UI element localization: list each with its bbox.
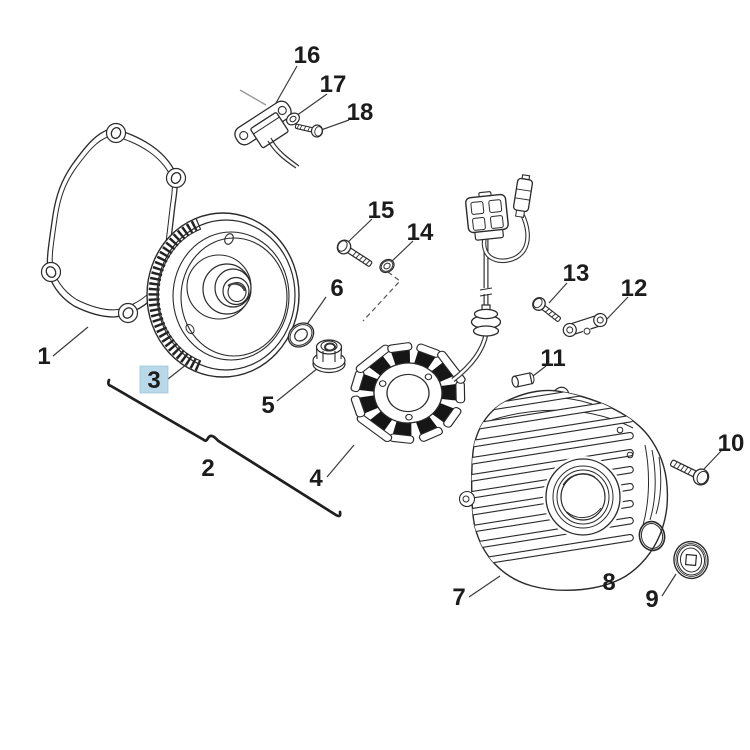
callout-label-18[interactable]: 18 (347, 99, 374, 126)
bushing-part (511, 372, 535, 388)
callout-label-17[interactable]: 17 (320, 71, 347, 98)
flywheel-cover-part (458, 386, 669, 591)
washer-14-part (379, 258, 395, 274)
flywheel-part (146, 212, 300, 378)
washer-17-part (286, 112, 300, 126)
callout-label-16[interactable]: 16 (294, 42, 321, 69)
plug-cap-part (673, 540, 709, 580)
connector-2pin (512, 174, 534, 218)
assembly-axis-dashed-line (362, 271, 401, 322)
callout-label-14[interactable]: 14 (407, 219, 434, 246)
flange-nut-part (312, 339, 346, 374)
callout-label-4[interactable]: 4 (309, 465, 323, 492)
callout-labels: 1 2 3 4 5 6 7 8 9 10 11 12 13 14 15 16 1… (37, 42, 744, 613)
callout-label-6[interactable]: 6 (330, 275, 343, 302)
bolt-15-part (336, 239, 373, 267)
callout-label-13[interactable]: 13 (563, 260, 590, 287)
pickup-coil-part (234, 100, 300, 169)
reference-line (239, 89, 267, 106)
callout-label-9[interactable]: 9 (645, 586, 658, 613)
wire-grommet (470, 304, 502, 337)
connector-4pin (465, 191, 509, 241)
highlight-box-part-3 (139, 365, 169, 394)
callout-label-12[interactable]: 12 (621, 275, 648, 302)
washer-6-part (287, 322, 315, 348)
callout-label-10[interactable]: 10 (718, 430, 745, 457)
callout-label-2[interactable]: 2 (201, 455, 214, 482)
stator-wiring-harness (451, 174, 534, 382)
callout-label-7[interactable]: 7 (452, 584, 465, 611)
callout-label-1[interactable]: 1 (37, 343, 50, 370)
stator-part (350, 342, 466, 444)
callout-label-5[interactable]: 5 (261, 392, 274, 419)
screw-18-part (294, 123, 324, 138)
callout-label-11[interactable]: 11 (540, 345, 565, 372)
callout-label-8[interactable]: 8 (602, 569, 615, 596)
screw-13-part (532, 297, 561, 322)
callout-label-3[interactable]: 3 (147, 367, 160, 394)
gasket-part (40, 122, 187, 324)
o-ring-part (638, 520, 666, 552)
leader-lines (52, 65, 723, 598)
clamp-bracket-part (562, 312, 608, 338)
kit-bracket-line (106, 378, 342, 518)
callout-label-15[interactable]: 15 (368, 197, 395, 224)
bolt-10-part (669, 459, 710, 486)
